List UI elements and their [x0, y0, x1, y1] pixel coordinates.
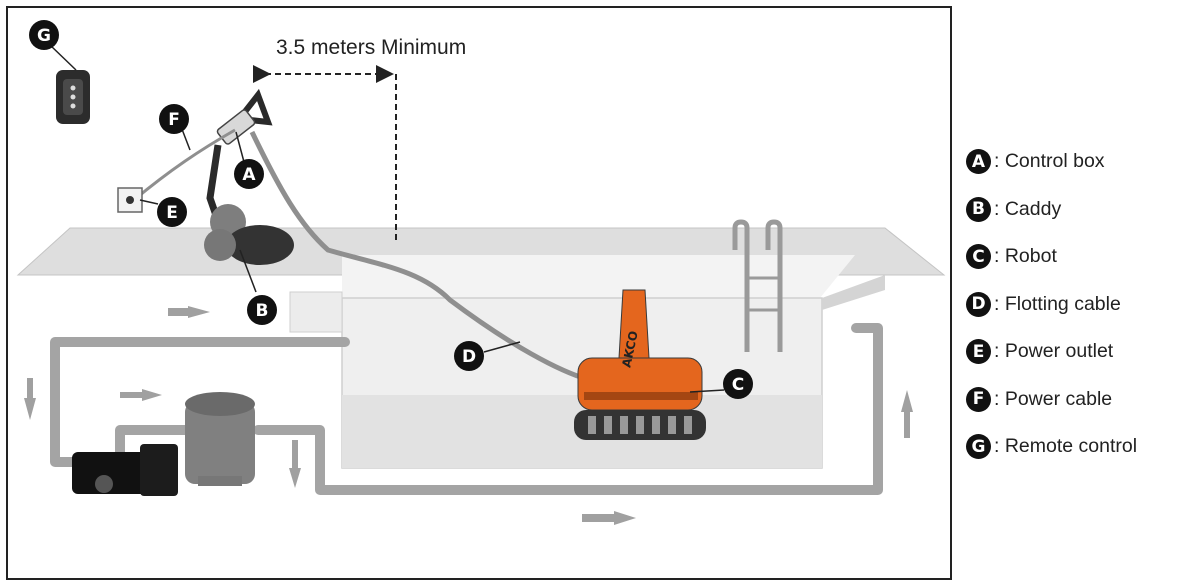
- svg-text:D: D: [462, 347, 476, 367]
- legend-item-robot: C : Robot: [966, 233, 1184, 281]
- svg-text:G: G: [37, 26, 51, 46]
- legend-badge-c: C: [966, 244, 991, 270]
- svg-text:A: A: [242, 165, 256, 185]
- svg-text:B: B: [256, 301, 269, 321]
- legend-badge-e: E: [966, 339, 991, 365]
- legend-text-remote-control: : Remote control: [994, 435, 1138, 458]
- legend-badge-b: B: [966, 196, 991, 222]
- svg-text:C: C: [732, 375, 744, 395]
- sand-filter: [185, 392, 255, 486]
- legend-text-control-box: : Control box: [994, 150, 1105, 173]
- pool-pump: [72, 444, 178, 496]
- legend-badge-a: A: [966, 149, 991, 175]
- pool-back-wall: [342, 255, 855, 298]
- legend-text-caddy: : Caddy: [994, 197, 1062, 220]
- pool-coping-left: [289, 291, 343, 333]
- power-outlet: [117, 187, 143, 213]
- floating-cable: [249, 130, 591, 383]
- pool-edge-right: [822, 275, 885, 310]
- callout-d: D: [454, 341, 484, 371]
- callout-f: F: [159, 104, 189, 134]
- legend-badge-f: F: [966, 386, 991, 412]
- power-cable: [133, 128, 236, 202]
- legend-text-robot: : Robot: [994, 245, 1057, 268]
- control-box: [216, 109, 256, 145]
- callout-g: G: [29, 20, 59, 50]
- robot-cleaner: AKCO: [574, 289, 706, 440]
- legend-badge-g: G: [966, 434, 991, 460]
- legend-item-control-box: A : Control box: [966, 138, 1184, 186]
- legend-item-floating-cable: D : Flotting cable: [966, 281, 1184, 329]
- legend-badge-d: D: [966, 291, 991, 317]
- flow-arrows: [24, 306, 913, 525]
- callout-c: C: [723, 369, 753, 399]
- legend-text-floating-cable: : Flotting cable: [994, 292, 1121, 315]
- legend-text-power-outlet: : Power outlet: [994, 340, 1114, 363]
- callout-b: B: [247, 295, 277, 325]
- callout-e: E: [157, 197, 187, 227]
- distance-label: 3.5 meters Minimum: [276, 36, 466, 59]
- svg-text:E: E: [166, 203, 178, 223]
- remote-control: [56, 70, 90, 124]
- legend-item-remote-control: G : Remote control: [966, 423, 1184, 471]
- legend-item-caddy: B : Caddy: [966, 186, 1184, 234]
- legend: A : Control box B : Caddy C : Robot D : …: [966, 138, 1184, 471]
- caddy: [204, 88, 294, 265]
- legend-text-power-cable: : Power cable: [994, 387, 1113, 410]
- svg-text:F: F: [168, 110, 180, 130]
- outlet-pipe: [253, 323, 883, 495]
- callout-a: A: [234, 159, 264, 189]
- pool-ladder: [732, 219, 783, 352]
- legend-item-power-outlet: E : Power outlet: [966, 328, 1184, 376]
- legend-item-power-cable: F : Power cable: [966, 376, 1184, 424]
